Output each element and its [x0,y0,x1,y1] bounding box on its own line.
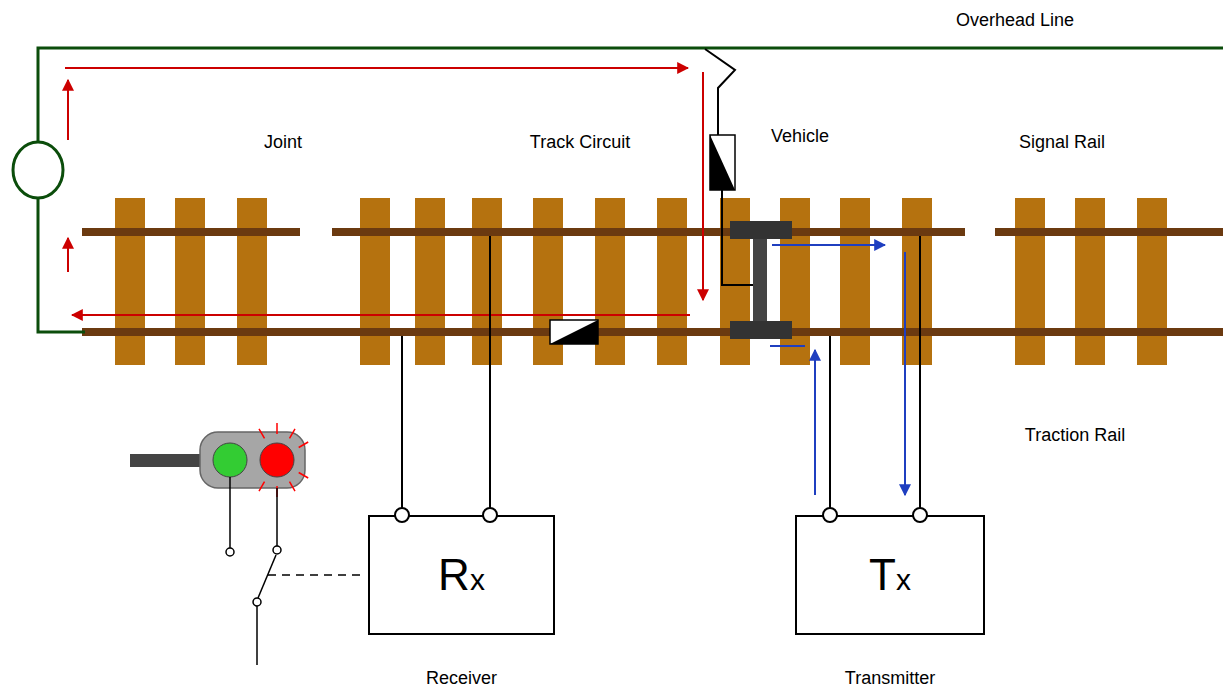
rail-feed-wires [402,236,920,508]
box-caption: Transmitter [845,668,935,690]
part-label: Signal Rail [1019,132,1105,154]
equipment-box: RxReceiver [368,515,555,635]
signal-symbol [130,423,366,665]
track-circuit-current-arrows [770,245,905,495]
equipment-box: TxTransmitter [795,515,985,635]
part-label: Vehicle [771,126,829,148]
part-label: Track Circuit [530,132,630,154]
box-title: Tx [797,553,983,597]
traction-current-arrows [65,68,703,315]
traction-supply [13,48,1223,332]
sleepers [115,198,1167,365]
box-caption: Receiver [426,668,497,690]
rails [82,228,1223,336]
vehicle-symbol [705,49,792,339]
box-title: Rx [370,553,553,597]
insulated-joint [550,320,598,344]
part-label: Joint [264,132,302,154]
part-label: Overhead Line [956,10,1074,32]
part-label: Traction Rail [1025,425,1125,447]
